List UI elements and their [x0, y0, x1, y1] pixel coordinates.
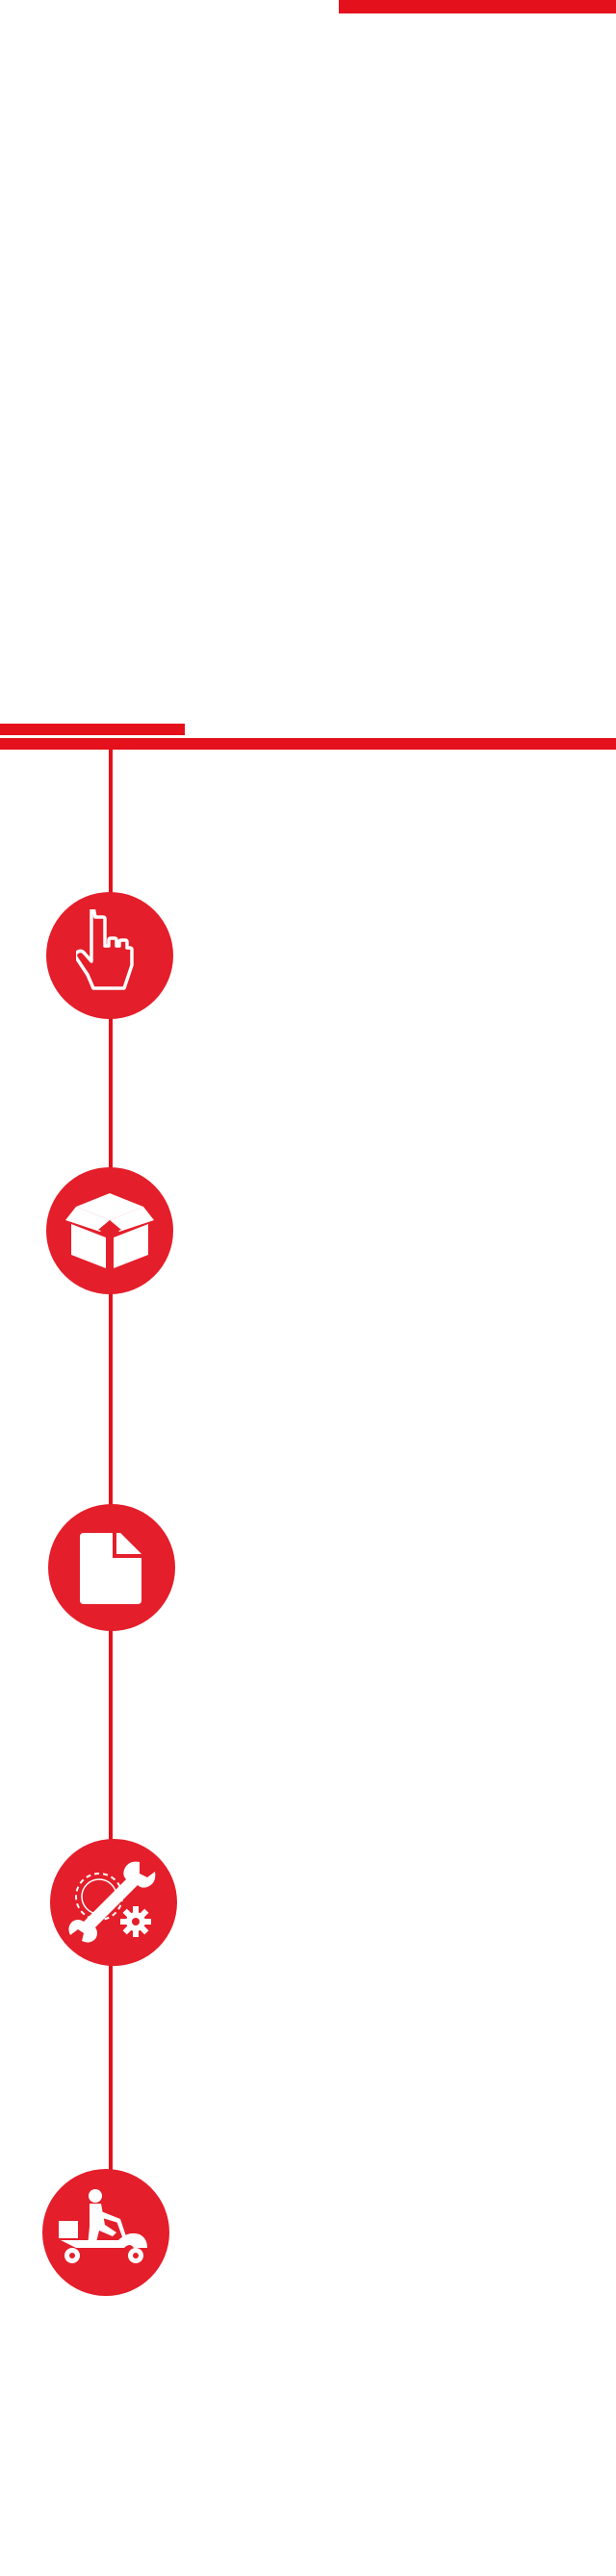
- pointing-hand-icon: [76, 909, 134, 990]
- timeline-line: [109, 750, 113, 2170]
- delivery-scooter-icon: [59, 2189, 147, 2263]
- open-box-icon: [65, 1193, 154, 1268]
- section-divider-short: [0, 724, 185, 735]
- document-icon: [80, 1533, 141, 1604]
- timeline-step-5: [42, 2169, 169, 2296]
- timeline-step-3: [48, 1504, 175, 1631]
- tools-gear-icon: [68, 1861, 156, 1943]
- timeline-step-2: [46, 1167, 173, 1294]
- timeline-step-4: [50, 1839, 177, 1966]
- top-accent-bar: [339, 0, 616, 13]
- section-divider-full: [0, 738, 616, 750]
- timeline-step-1: [46, 892, 173, 1019]
